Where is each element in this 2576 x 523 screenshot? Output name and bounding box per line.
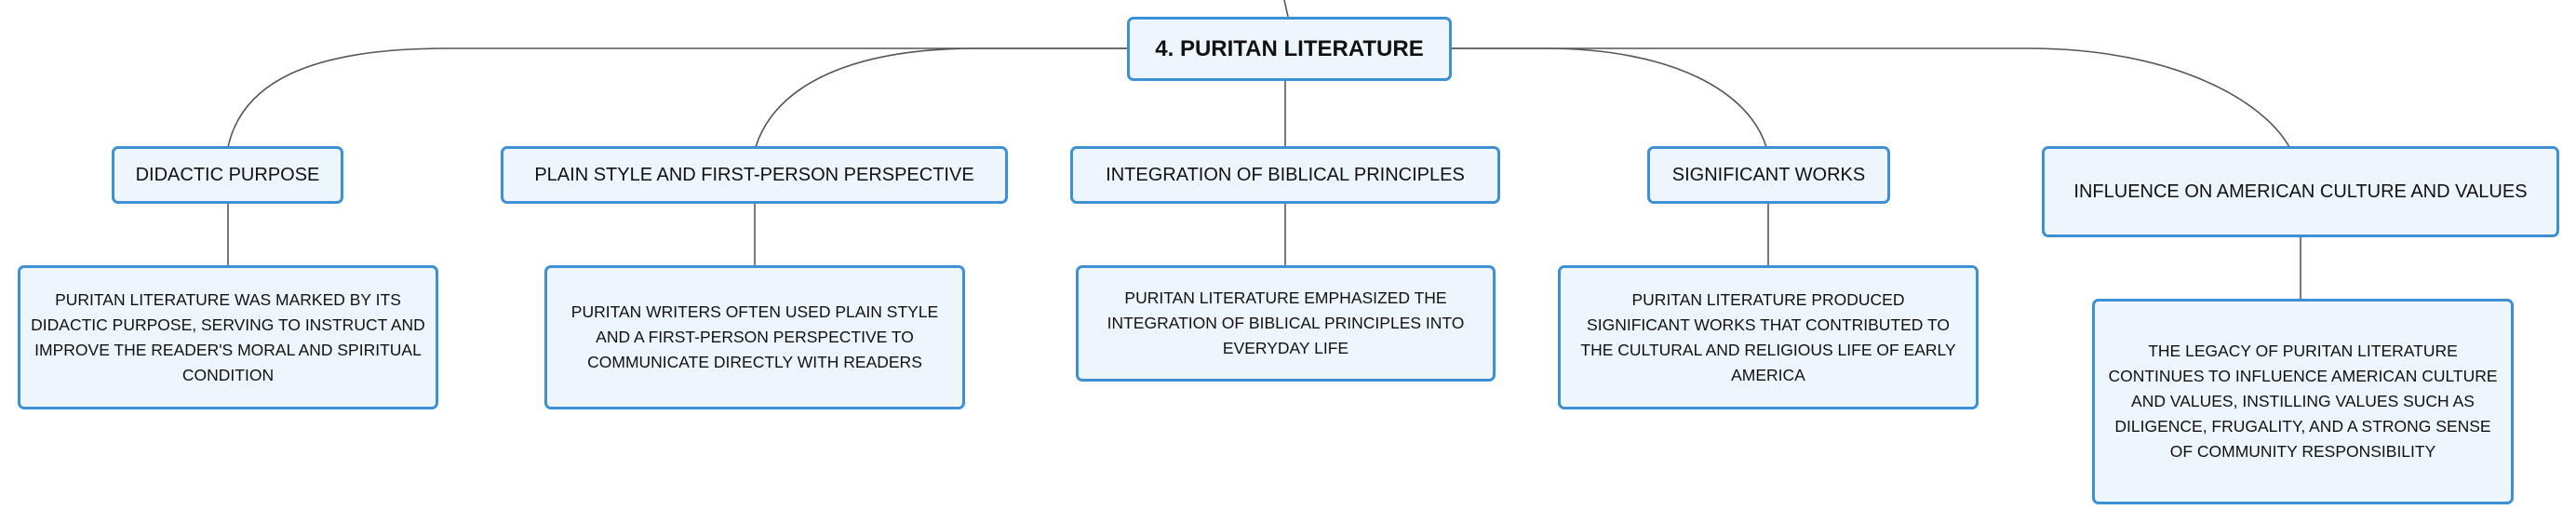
branch-biblical-principles[interactable]: INTEGRATION OF BIBLICAL PRINCIPLES <box>1070 146 1500 204</box>
branch-label: DIDACTIC PURPOSE <box>135 164 320 185</box>
branch-label: PLAIN STYLE AND FIRST-PERSON PERSPECTIVE <box>534 164 974 185</box>
branch-influence-on-culture[interactable]: INFLUENCE ON AMERICAN CULTURE AND VALUES <box>2042 146 2559 237</box>
detail-influence-on-culture[interactable]: THE LEGACY OF PURITAN LITERATURE CONTINU… <box>2092 299 2514 504</box>
detail-text: PURITAN LITERATURE PRODUCED SIGNIFICANT … <box>1580 289 1956 384</box>
detail-plain-style[interactable]: PURITAN WRITERS OFTEN USED PLAIN STYLE A… <box>544 265 965 409</box>
branch-significant-works[interactable]: SIGNIFICANT WORKS <box>1647 146 1890 204</box>
detail-significant-works[interactable]: PURITAN LITERATURE PRODUCED SIGNIFICANT … <box>1558 265 1979 409</box>
root-topic-label: 4. PURITAN LITERATURE <box>1155 35 1424 61</box>
detail-text: THE LEGACY OF PURITAN LITERATURE CONTINU… <box>2108 342 2498 461</box>
branch-plain-style[interactable]: PLAIN STYLE AND FIRST-PERSON PERSPECTIVE <box>501 146 1008 204</box>
edge-root-influence <box>1450 47 2290 148</box>
branch-label: INFLUENCE ON AMERICAN CULTURE AND VALUES <box>2073 181 2528 202</box>
detail-didactic-purpose[interactable]: PURITAN LITERATURE WAS MARKED BY ITS DID… <box>18 265 438 409</box>
edge-parent-stub <box>1283 0 1289 18</box>
branch-label: INTEGRATION OF BIBLICAL PRINCIPLES <box>1106 164 1465 185</box>
edge-root-didactic <box>227 47 1128 148</box>
detail-biblical-principles[interactable]: PURITAN LITERATURE EMPHASIZED THE INTEGR… <box>1076 265 1496 382</box>
root-topic-node[interactable]: 4. PURITAN LITERATURE <box>1127 17 1452 81</box>
edge-root-significant <box>1450 47 1767 148</box>
branch-label: SIGNIFICANT WORKS <box>1671 164 1866 185</box>
detail-text: PURITAN LITERATURE EMPHASIZED THE INTEGR… <box>1107 288 1465 357</box>
branch-didactic-purpose[interactable]: DIDACTIC PURPOSE <box>112 146 343 204</box>
edge-root-plain-style <box>755 47 1128 148</box>
detail-text: PURITAN WRITERS OFTEN USED PLAIN STYLE A… <box>570 302 939 371</box>
detail-text: PURITAN LITERATURE WAS MARKED BY ITS DID… <box>31 289 425 384</box>
